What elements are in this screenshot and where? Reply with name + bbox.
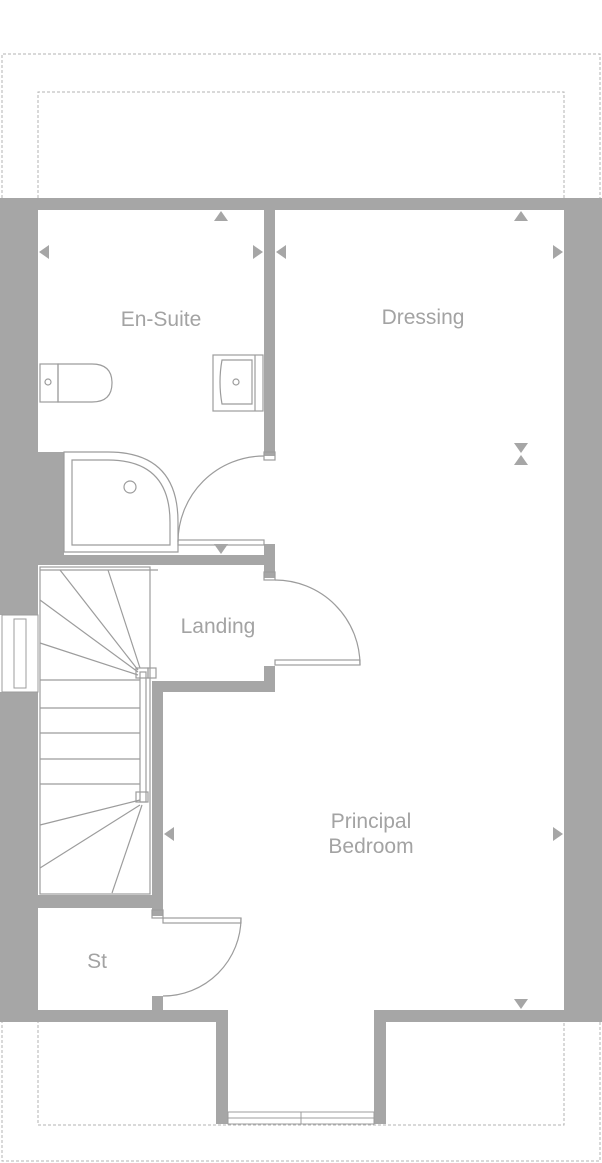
label-en-suite: En-Suite [121, 308, 202, 331]
basin-outer [212, 354, 264, 412]
stair-newel-mid [147, 667, 157, 679]
wall-bottom-left [0, 1010, 228, 1022]
toilet-flush [44, 378, 52, 386]
store-door-jamb [151, 909, 164, 919]
marker-ensuite-right [253, 245, 263, 259]
eaves-outline [1, 53, 601, 1162]
inner-roof-outline-bottom [37, 1020, 565, 1126]
wall-store-right-stub [152, 996, 163, 1010]
label-principal-bedroom-line1: Principal [331, 810, 412, 833]
inner-roof-outline-top [37, 91, 565, 198]
store-door-swing [162, 917, 242, 997]
wall-ensuite-dressing [264, 210, 275, 456]
stair-handrail [139, 671, 147, 803]
marker-dressing-bottom [514, 443, 528, 453]
stair-winder-4 [107, 569, 141, 669]
marker-ensuite-left [39, 245, 49, 259]
marker-dressing-right [553, 245, 563, 259]
store-door-leaf [162, 917, 242, 924]
label-landing: Landing [181, 615, 256, 638]
window-bay [227, 1111, 375, 1125]
wall-left-upper [0, 198, 38, 615]
marker-bedroom-top [514, 455, 528, 465]
wall-store-top [38, 895, 163, 908]
marker-ensuite-bottom [214, 544, 228, 554]
shower-drain [123, 480, 137, 494]
wall-landing-right-stub [264, 666, 275, 692]
shower-tray [63, 451, 179, 553]
landing-door-leaf [274, 659, 361, 666]
label-dressing: Dressing [382, 306, 465, 329]
stair-winder-3 [39, 642, 139, 676]
room-labels: En-Suite Dressing Landing Principal Bedr… [87, 306, 464, 973]
marker-bedroom-bottom [514, 999, 528, 1009]
stair-newel-bottom [135, 791, 149, 803]
toilet-cistern [39, 363, 59, 403]
ensuite-door-jamb-top [263, 451, 276, 461]
wall-top [0, 198, 602, 210]
stair-winder-1 [59, 569, 139, 671]
wall-bottom-right [374, 1010, 602, 1022]
wall-right [564, 198, 602, 1022]
landing-door-jamb [263, 571, 276, 581]
stair-winder-2 [39, 599, 139, 673]
marker-ensuite-top [214, 211, 228, 221]
wall-ensuite-bottom [38, 555, 264, 565]
wall-bay-left [216, 1010, 228, 1124]
toilet-bowl [57, 363, 113, 403]
window-pane-left [13, 618, 27, 689]
stair-winder-8 [111, 804, 143, 894]
wall-landing-bottom [152, 681, 275, 692]
landing-door-swing [274, 579, 361, 666]
stair-outline [39, 566, 151, 895]
fixtures [39, 354, 361, 997]
stair-winder-6 [39, 799, 141, 826]
window-left [1, 614, 39, 693]
marker-dressing-left [276, 245, 286, 259]
wall-shower-left [38, 452, 64, 565]
wall-stair-right [152, 681, 163, 916]
outer-roof-outline-bottom [1, 1020, 601, 1162]
wall-bay-right [374, 1010, 386, 1124]
marker-bedroom-right [553, 827, 563, 841]
basin-bowl [219, 359, 253, 405]
dimension-markers [39, 211, 563, 1009]
outer-roof-outline-top [1, 53, 601, 198]
label-store: St [87, 950, 107, 973]
walls [0, 198, 602, 1124]
wall-left-lower [0, 692, 38, 1022]
basin-tap [232, 378, 240, 386]
shower-tray-inner [71, 459, 171, 546]
wall-ensuite-bottom-end [264, 544, 275, 578]
stair-winder-7 [39, 804, 141, 869]
ensuite-door-swing [177, 455, 265, 543]
marker-bedroom-left [164, 827, 174, 841]
marker-dressing-top [514, 211, 528, 221]
label-principal-bedroom-line2: Bedroom [328, 835, 413, 858]
